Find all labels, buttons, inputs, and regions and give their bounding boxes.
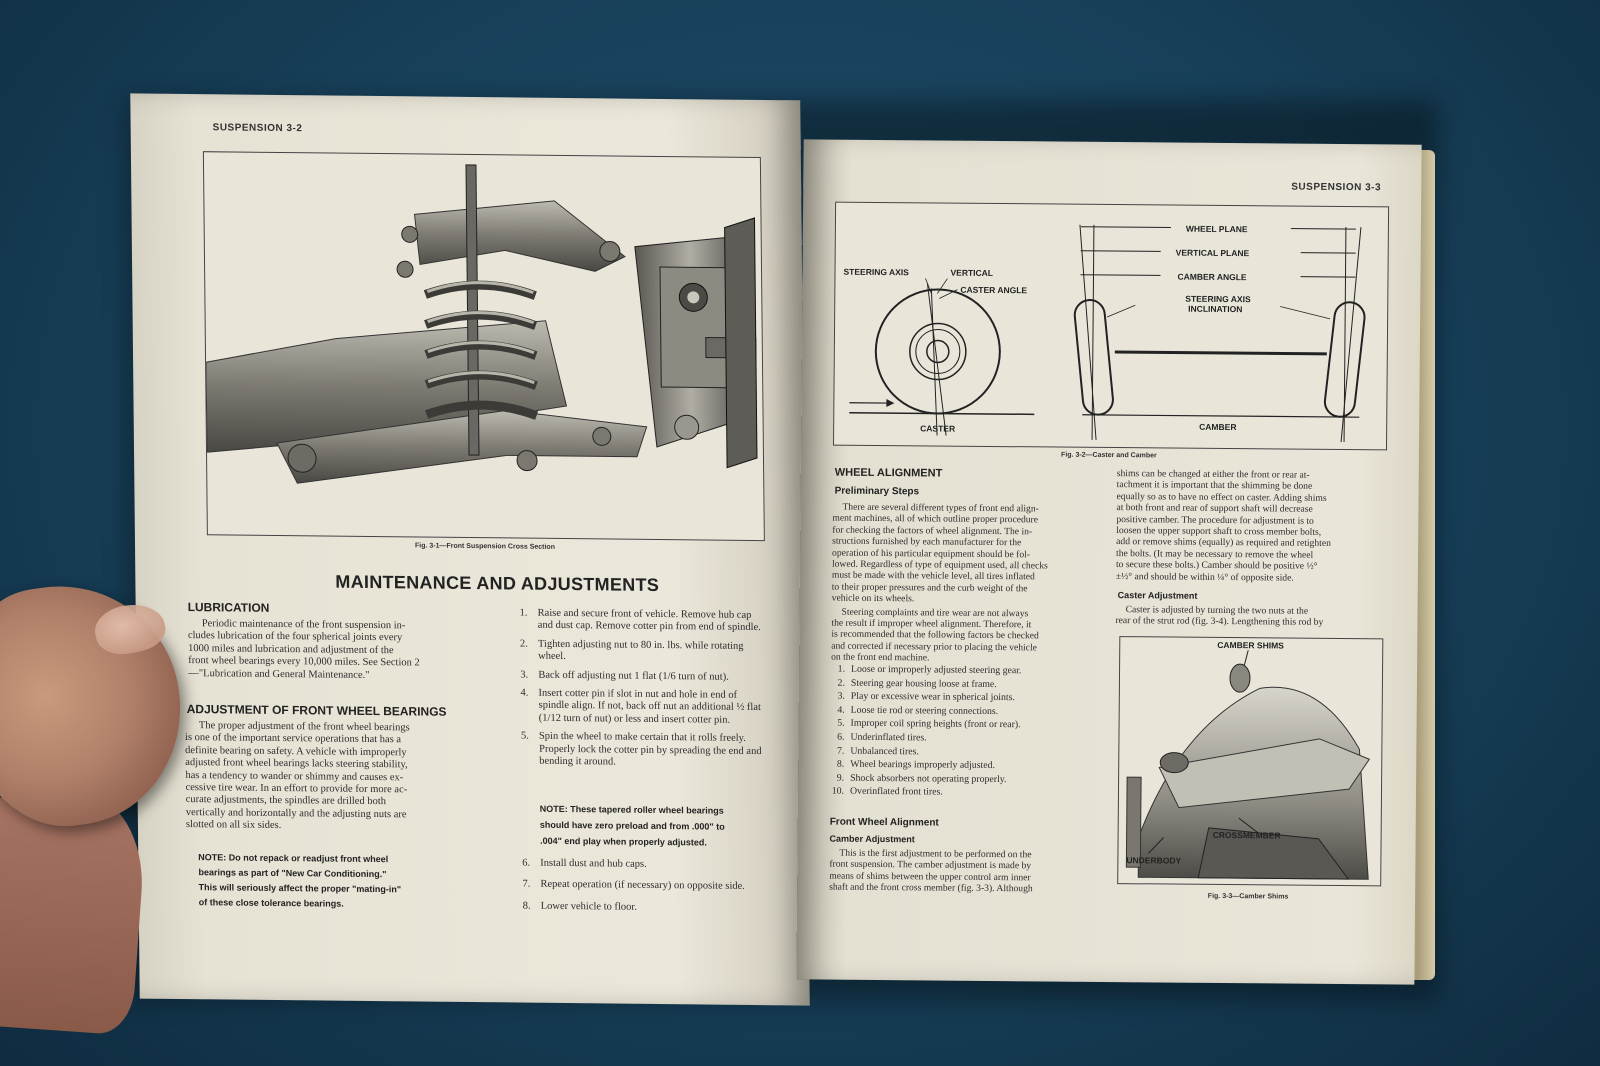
step-text: Insert cotter pin if slot in nut and hol… [538,687,761,726]
label-camber-shims: CAMBER SHIMS [1217,640,1284,651]
preliminary-steps-heading: Preliminary Steps [834,485,920,498]
wheel-alignment-text: There are several different types of fro… [831,502,1098,666]
running-head-left: SUSPENSION 3-2 [212,122,303,135]
text-line: —"Lubrication and General Maintenance." [188,667,370,681]
label-steering-axis: STEERING AXIS [843,267,909,278]
right-page: SUSPENSION 3-3 STEERING AXIS VERTICAL CA… [796,139,1422,985]
list-item: 8. Lower vehicle to floor. [523,900,771,915]
caster-camber-diagram: STEERING AXIS VERTICAL CASTER ANGLE CAST… [843,220,1366,443]
list-item: 7. Repeat operation (if necessary) on opp… [522,879,770,894]
figure-front-suspension [202,151,765,542]
label-underbody: UNDERBODY [1126,855,1181,865]
label-camber: CAMBER [1199,422,1236,432]
alignment-factors-list: 1. Loose or improperly adjusted steering … [830,663,1097,801]
factor-number: 5. [837,718,845,730]
factor-text: Loose tie rod or steering connections. [850,704,999,717]
step-number: 5. [520,730,529,742]
factor-number: 8. [836,758,845,770]
caster-adjustment-text: Caster is adjusted by turning the two nu… [1115,604,1385,629]
label-caster: CASTER [920,423,955,433]
factor-text: Shock absorbers not operating properly. [850,772,1007,785]
camber-continued-text: shims can be changed at either the front… [1116,468,1387,584]
figure-caption-3-2: Fig. 3-2—Caster and Camber [1061,451,1157,460]
note-line: .004" end play when properly adjusted. [539,835,707,848]
label-steering-axis-inclination-2: INCLINATION [1188,304,1242,314]
front-wheel-alignment-heading: Front Wheel Alignment [829,816,939,829]
factor-text: Loose or improperly adjusted steering ge… [851,663,1022,677]
factor-text: Overinflated front tires. [849,786,943,798]
list-item: 1. Raise and secure front of vehicle. Rem… [520,608,768,635]
step-number: 4. [520,687,529,699]
step-number: 2. [519,638,528,650]
list-item: 4. Insert cotter pin if slot in nut and h… [520,688,768,728]
step-text: Back off adjusting nut 1 flat (1/6 turn … [538,669,729,683]
factor-text: Improper coil spring heights (front or r… [850,718,1021,731]
factor-text: Unbalanced tires. [850,745,919,757]
bearings-heading: ADJUSTMENT OF FRONT WHEEL BEARINGS [186,702,447,719]
factor-number: 10. [831,785,845,798]
factor-text: Steering gear housing loose at frame. [850,677,997,690]
suspension-illustration [205,164,758,484]
step-text: Lower vehicle to floor. [540,900,637,913]
label-crossmember: CROSSMEMBER [1213,830,1281,841]
step-text: Raise and secure front of vehicle. Remov… [537,607,761,634]
list-item: 3. Back off adjusting nut 1 flat (1/6 tur… [520,669,768,684]
label-steering-axis-inclination-1: STEERING AXIS [1185,294,1251,305]
factor-number: 6. [837,731,845,743]
label-caster-angle: CASTER ANGLE [960,285,1027,296]
wheel-alignment-heading: WHEEL ALIGNMENT [834,466,943,480]
step-number: 1. [519,607,528,619]
list-item: 5. Spin the wheel to make certain that it… [521,731,769,771]
step-text: Tighten adjusting nut to 80 in. lbs. whi… [537,638,744,663]
figure-caption-3-1: Fig. 3-1—Front Suspension Cross Section [414,542,556,551]
factor-number: 3. [837,690,845,702]
text-line: shaft and the front cross member (fig. 3… [829,881,1033,895]
step-number: 8. [522,900,531,912]
list-item: 10. Overinflated front tires. [830,785,1096,801]
factor-number: 7. [836,745,845,757]
camber-adjustment-heading: Camber Adjustment [829,833,915,845]
text-line: ±½° and should be within ¼° of opposite … [1115,570,1294,584]
label-wheel-plane: WHEEL PLANE [1186,224,1248,235]
lubrication-heading: LUBRICATION [187,600,270,615]
label-vertical: VERTICAL [950,268,993,278]
factor-text: Play or excessive wear in spherical join… [850,690,1015,704]
factor-number: 9. [836,772,845,784]
step-number: 7. [522,878,531,891]
bearing-steps-list: 1. Raise and secure front of vehicle. Rem… [520,608,770,777]
camber-shims-illustration: CAMBER SHIMS CROSSMEMBER UNDERBODY [1125,640,1371,880]
factor-number: 1. [837,663,846,675]
step-text: Repeat operation (if necessary) on oppos… [540,879,745,893]
figure-camber-shims: CAMBER SHIMS CROSSMEMBER UNDERBODY [1117,636,1384,887]
running-head-right: SUSPENSION 3-3 [1291,181,1382,194]
lubrication-text: Periodic maintenance of the front suspen… [188,618,489,683]
step-number: 6. [522,857,531,869]
left-page: SUSPENSION 3-2 [130,93,810,1006]
list-item: 6. Install dust and hub caps. [522,858,770,873]
text-line: slotted on all six sides. [185,819,282,832]
step-text: Spin the wheel to make certain that it r… [538,730,762,768]
bearings-note: NOTE: Do not repack or readjust front wh… [198,850,489,913]
main-heading: MAINTENANCE AND ADJUSTMENTS [335,571,660,595]
step-text: Install dust and hub caps. [540,857,647,870]
label-vertical-plane: VERTICAL PLANE [1176,248,1250,259]
factor-number: 4. [837,704,845,716]
bearings-text: The proper adjustment of the front wheel… [185,720,488,835]
step-number: 3. [520,669,529,681]
caster-adjustment-heading: Caster Adjustment [1117,590,1198,601]
factor-text: Wheel bearings improperly adjusted. [850,758,996,772]
list-item: 2. Tighten adjusting nut to 80 in. lbs. w… [520,638,768,665]
steps-note: NOTE: These tapered roller wheel bearing… [540,801,780,852]
bearing-steps-list-continued: 6. Install dust and hub caps. 7. Repeat op… [522,858,771,922]
text-line: rear of the strut rod (fig. 3-4). Length… [1115,615,1324,629]
label-camber-angle: CAMBER ANGLE [1177,272,1247,283]
factor-text: Underinflated tires. [850,731,927,744]
text-line: vehicle on its wheels. [831,592,915,605]
factor-number: 2. [837,677,845,689]
camber-adjustment-text: This is the first adjustment to be perfo… [829,848,1095,896]
note-line: of these close tolerance bearings. [198,897,344,909]
figure-caption-3-3: Fig. 3-3—Camber Shims [1207,892,1289,901]
figure-caster-camber: STEERING AXIS VERTICAL CASTER ANGLE CAST… [833,201,1390,451]
